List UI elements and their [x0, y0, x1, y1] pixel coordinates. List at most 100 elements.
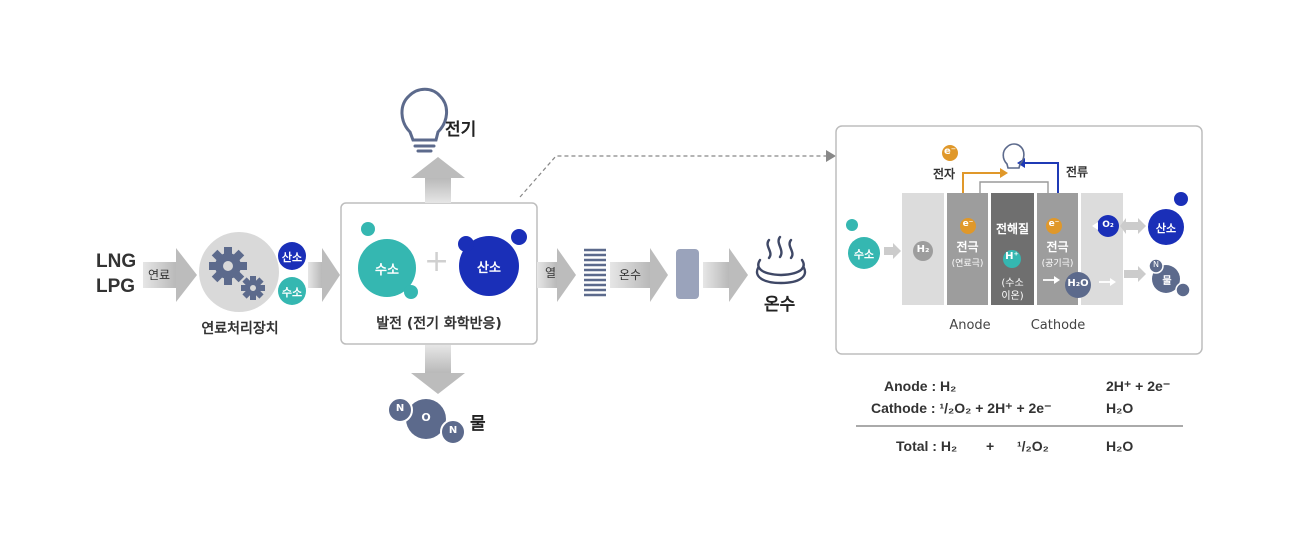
generation-label: 발전 (전기 화학반응): [376, 316, 502, 332]
water-out-arrow-head: [1110, 278, 1116, 286]
hot-water-icon: [755, 235, 807, 285]
cell-hydrogen-bubble: [848, 237, 880, 269]
detail-connector-head: [826, 150, 836, 162]
hot-water-arrow-2: [703, 248, 748, 302]
anode-title: 전극: [956, 240, 979, 254]
cathode-equation-left: Cathode : ¹/₂O₂ + 2H⁺ + 2e⁻: [871, 400, 1052, 416]
hydrogen-small-bubble: [404, 285, 418, 299]
anode-name: Anode: [949, 318, 991, 333]
processor-hydrogen-bubble: [278, 277, 306, 305]
processor-to-generation-arrow: [308, 248, 340, 302]
total-equation-mid: ¹/₂O₂: [1017, 438, 1049, 454]
processor-oxygen-text: 산소: [281, 251, 303, 264]
anode-electrode: [947, 193, 988, 305]
cell-oxygen-text: 산소: [1155, 222, 1177, 235]
h-ion-sub1: (수소: [1001, 278, 1024, 289]
h-ion-text: H⁺: [1005, 251, 1019, 262]
processor-label: 연료처리장치: [201, 321, 279, 337]
oxygen-in-arrow: [1124, 222, 1138, 230]
cathode-electron: [1046, 218, 1062, 234]
cathode-equation-right: H₂O: [1106, 400, 1134, 416]
oxygen-bubble: [459, 236, 519, 296]
cell-oxygen-small: [1174, 192, 1188, 206]
total-equation-right: H₂O: [1106, 438, 1134, 454]
oxygen-in-arrow-tail: [1138, 218, 1146, 234]
water-n2-text: N: [448, 425, 458, 436]
anode-equation-left: Anode : H₂: [884, 378, 957, 394]
water-n-atom: [387, 397, 413, 423]
anode-sub: (연료극): [951, 259, 984, 269]
fuel-lpg: LPG: [96, 276, 136, 297]
hydrogen-small-bubble: [361, 222, 375, 236]
gear-icon: [209, 247, 265, 300]
water-label: 물: [470, 414, 486, 434]
oxygen-small-bubble: [511, 229, 527, 245]
water-arrow: [411, 345, 465, 394]
hot-water-label: 온수: [764, 295, 796, 315]
h2o-text: H₂O: [1067, 278, 1089, 289]
electron-label: 전자: [933, 167, 956, 181]
water-o-text: O: [421, 411, 431, 424]
total-equation-plus: +: [986, 438, 995, 454]
electron-badge-text: e⁻: [943, 146, 957, 157]
cathode-title: 전극: [1046, 240, 1069, 254]
anode-electron: [960, 218, 976, 234]
ion-arrow-head: [1054, 276, 1060, 284]
electricity-label: 전기: [445, 120, 477, 140]
detail-connector: [519, 155, 826, 198]
electron-path: [962, 172, 1003, 193]
h-ion-sub2: 이온): [1001, 291, 1024, 302]
water-out-arrow-2: [1124, 270, 1138, 278]
lightbulb-icon: [400, 87, 448, 153]
electricity-arrow: [411, 157, 465, 203]
o2-text: O₂: [1102, 220, 1114, 230]
electrolyte-title: 전해질: [995, 222, 1030, 236]
electrolyte-layer: [991, 193, 1034, 305]
fuel-lng: LNG: [96, 251, 137, 272]
plus-sign: +: [424, 244, 450, 279]
h-ion: [1003, 250, 1021, 268]
processor-oxygen-bubble: [278, 242, 306, 270]
o2-molecule: [1097, 215, 1119, 237]
h2-text: H₂: [916, 244, 930, 255]
water-n1-text: N: [395, 403, 405, 414]
current-path: [1022, 162, 1059, 200]
h2-molecule: [913, 241, 933, 261]
water-n-atom: [440, 419, 466, 445]
fuel-arrow: [143, 248, 197, 302]
oxygen-in-arrow-head: [1120, 218, 1126, 234]
cell-oxygen-bubble: [1148, 209, 1184, 245]
cell-hydrogen-small: [846, 219, 858, 231]
cell-water-text: 물: [1162, 276, 1172, 287]
electron-badge: [942, 145, 958, 161]
anode-electron-text: e⁻: [962, 219, 974, 229]
hot-water-arrow-label: 온수: [619, 268, 642, 282]
cathode-name: Cathode: [1030, 318, 1086, 333]
cathode-sub: (공기극): [1041, 259, 1074, 269]
processor-hydrogen-text: 수소: [281, 286, 303, 299]
heat-arrow: [537, 248, 576, 302]
hydrogen-in-arrow-head: [893, 243, 901, 259]
oxygen-small-bubble: [458, 236, 474, 252]
cell-hydrogen-text: 수소: [853, 248, 875, 261]
total-equation-left: Total : H₂: [896, 438, 958, 454]
hot-water-arrow: [610, 248, 668, 302]
current-label: 전류: [1066, 165, 1089, 179]
storage-tank: [676, 249, 699, 299]
water-o-atom: [406, 399, 446, 439]
heat-arrow-label: 열: [545, 266, 557, 280]
cathode-electron-text: e⁻: [1048, 219, 1060, 229]
hydrogen-in-arrow: [884, 247, 893, 255]
cell-water-n2: [1175, 282, 1191, 298]
cell-lightbulb-icon: [1002, 143, 1025, 169]
o2-in-arrow-head: [1092, 222, 1098, 230]
anode-equation-right: 2H⁺ + 2e⁻: [1106, 378, 1171, 394]
oxygen-text: 산소: [477, 261, 501, 276]
water-out-arrow-2-head: [1138, 266, 1146, 282]
fuel-arrow-label: 연료: [148, 268, 171, 282]
hydrogen-bubble: [358, 239, 416, 297]
heat-exchanger-icon: [584, 248, 606, 297]
hydrogen-text: 수소: [375, 263, 399, 278]
cell-water-n1: [1148, 258, 1164, 274]
